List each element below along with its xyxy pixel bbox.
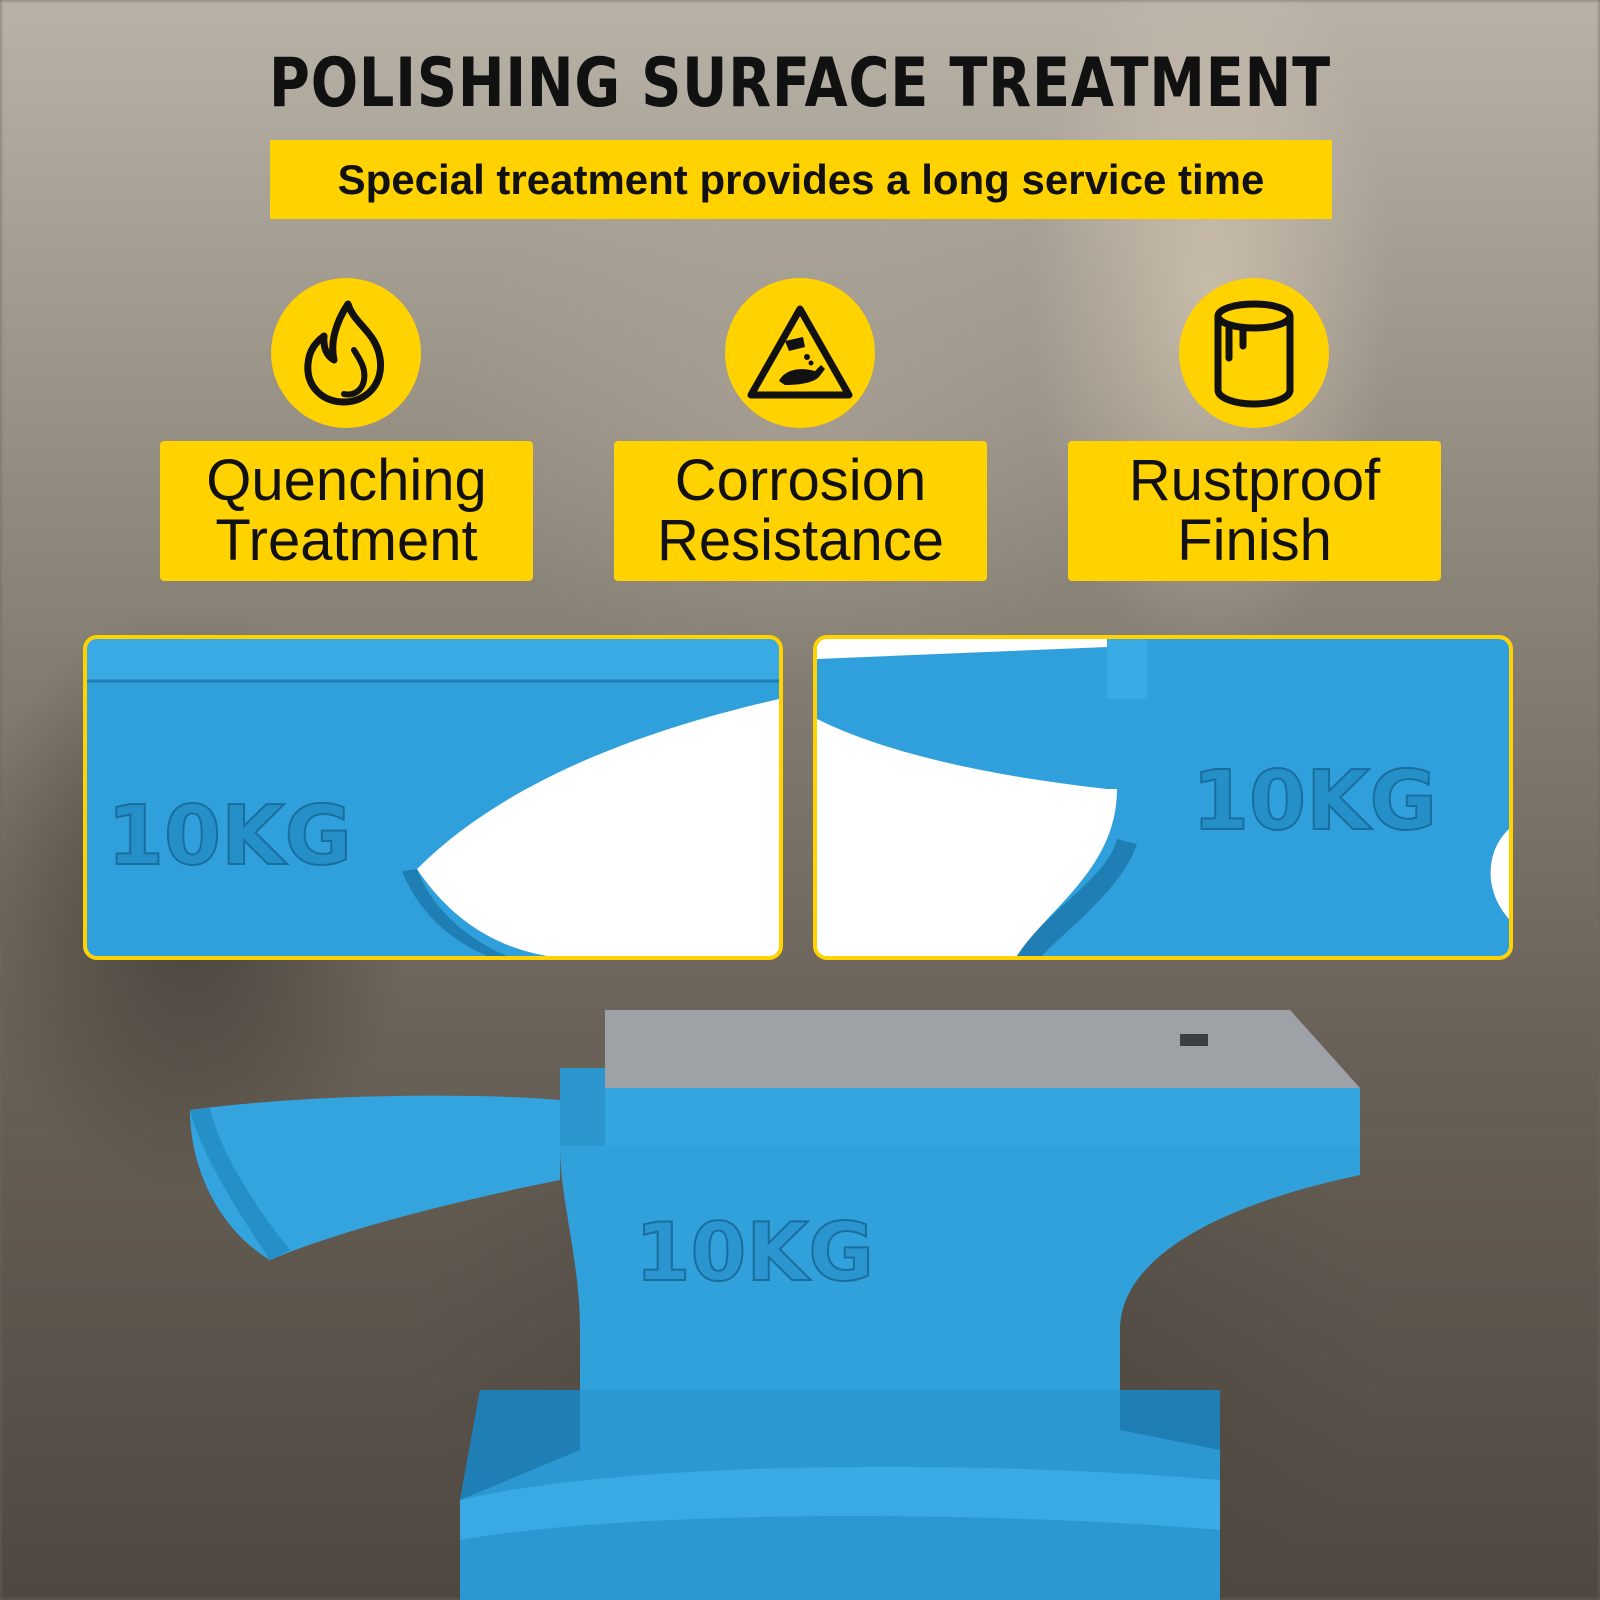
flame-icon <box>304 300 385 406</box>
feature-label-line1: Quenching <box>206 448 487 513</box>
anvil-image: 10KG <box>190 1010 1360 1600</box>
feature-box-corrosion: Corrosion Resistance <box>614 441 987 581</box>
hardy-hole <box>1180 1034 1208 1046</box>
detail-closeup-left: 10KG <box>83 635 783 960</box>
feature-label-line2: Finish <box>1177 508 1332 573</box>
paint-can-icon <box>1214 300 1294 408</box>
detail-closeup-right: 10KG <box>813 635 1513 960</box>
anvil-horn <box>190 1095 560 1260</box>
subtitle-text: Special treatment provides a long servic… <box>337 155 1265 203</box>
subtitle-banner: Special treatment provides a long servic… <box>270 140 1332 219</box>
anvil-top-face <box>605 1010 1360 1088</box>
feature-label-line2: Treatment <box>215 508 478 573</box>
feature-label-line1: Rustproof <box>1128 448 1381 513</box>
feature-icon-circle-1 <box>271 278 421 428</box>
anvil-closeup-body-left: 10KG <box>87 639 779 956</box>
feature-icon-circle-2 <box>725 278 875 428</box>
feature-label-line1: Corrosion <box>674 448 927 513</box>
anvil-waist <box>560 1146 1360 1390</box>
anvil-weight-label: 10KG <box>635 1206 874 1299</box>
anvil-closeup-body-right: 10KG <box>817 639 1509 956</box>
corrosion-warning-icon <box>747 305 853 399</box>
closeup-weight-label: 10KG <box>107 789 352 884</box>
page-title: POLISHING SURFACE TREATMENT <box>269 44 1331 123</box>
feature-box-quenching: Quenching Treatment <box>160 441 533 581</box>
feature-box-rustproof: Rustproof Finish <box>1068 441 1441 581</box>
feature-icon-circle-3 <box>1179 278 1329 428</box>
feature-label-line2: Resistance <box>657 508 944 573</box>
closeup-weight-label: 10KG <box>1192 754 1437 849</box>
